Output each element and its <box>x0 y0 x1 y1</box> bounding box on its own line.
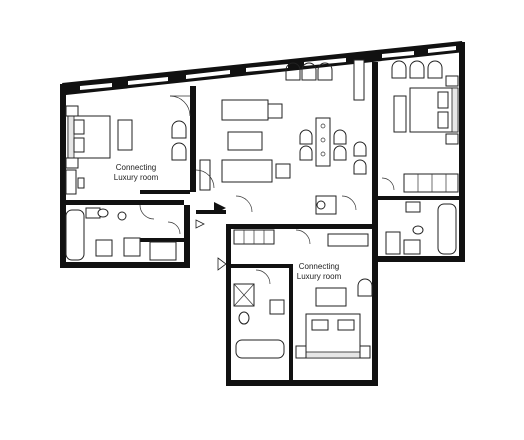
room-label-line-1: Connecting <box>298 262 340 271</box>
room-label-left-bedroom: Connecting Luxury room <box>108 163 164 183</box>
left-bedroom <box>65 95 191 195</box>
left-bathroom <box>65 204 181 261</box>
right-bedroom <box>381 60 459 193</box>
room-label-line-1: Connecting <box>115 163 157 172</box>
room-label-line-2: Luxury room <box>113 173 159 182</box>
room-label-line-2: Luxury room <box>296 272 342 281</box>
room-label-bottom-bedroom: Connecting Luxury room <box>296 262 342 282</box>
bottom-bathroom <box>233 283 285 359</box>
right-bathroom <box>385 201 457 255</box>
bottom-bedroom <box>217 229 373 359</box>
living-room <box>195 59 367 229</box>
exterior-walls <box>60 41 465 386</box>
